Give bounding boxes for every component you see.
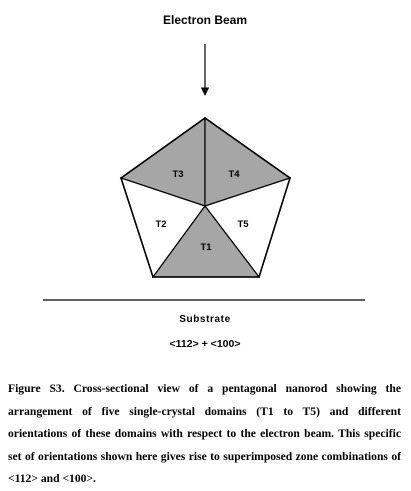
caption-body: Cross-sectional view of a pentagonal nan… xyxy=(8,382,402,485)
zone-axis-label: <112> + <100> xyxy=(170,338,241,350)
nanorod-diagram: Electron Beam T3 T4 T2 T5 T1 Substrate <… xyxy=(43,13,365,350)
domain-label-t1: T1 xyxy=(200,242,212,253)
domain-label-t2: T2 xyxy=(155,219,166,230)
substrate-label: Substrate xyxy=(179,314,231,325)
domain-label-t3: T3 xyxy=(172,169,183,180)
pentagon-outline xyxy=(120,117,291,278)
domain-label-t4: T4 xyxy=(228,169,240,180)
figure-caption: Figure S3. Cross-sectional view of a pen… xyxy=(8,378,401,491)
caption-prefix: Figure S3. xyxy=(8,382,65,395)
domain-label-t5: T5 xyxy=(237,219,249,230)
beam-label: Electron Beam xyxy=(163,13,247,27)
